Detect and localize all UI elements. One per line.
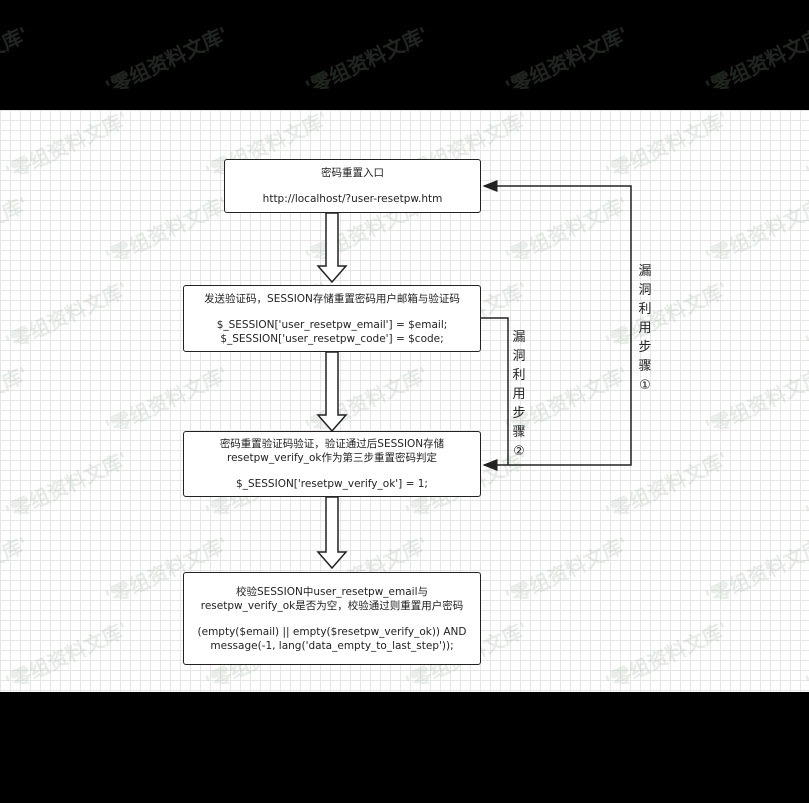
connectors <box>316 180 632 570</box>
node-code: $_SESSION['user_resetpw_code'] = $code; <box>220 332 444 345</box>
flow-arrow-1 <box>316 212 348 284</box>
loop-arrow-step2 <box>481 317 509 471</box>
watermark: '零组资料文库' <box>701 22 809 100</box>
node-text: 发送验证码，SESSION存储重置密码用户邮箱与验证码 <box>204 292 460 305</box>
node-code: (empty($email) || empty($resetpw_verify_… <box>197 625 467 638</box>
watermark: '零组资料文库' <box>101 22 232 100</box>
node-verify-code: 密码重置验证码验证，验证通过后SESSION存储 resetpw_verify_… <box>183 431 481 497</box>
node-text: resetpw_verify_ok作为第三步重置密码判定 <box>227 452 437 464</box>
flow-arrow-2 <box>316 351 348 433</box>
node-text: 密码重置入口 <box>321 167 384 179</box>
flow-arrow-3 <box>316 496 348 570</box>
loop-arrow-step1 <box>482 180 632 466</box>
node-reset-entry: 密码重置入口 http://localhost/?user-resetpw.ht… <box>224 159 481 213</box>
loop-label-step2: 漏洞利用步骤② <box>512 330 526 459</box>
node-text: 校验SESSION中user_resetpw_email与 <box>235 585 429 598</box>
watermark: '零组资料文库' <box>0 22 32 100</box>
node-send-code: 发送验证码，SESSION存储重置密码用户邮箱与验证码 $_SESSION['u… <box>183 285 481 352</box>
node-reset-password: 校验SESSION中user_resetpw_email与 resetpw_ve… <box>183 572 481 665</box>
node-code: $_SESSION['resetpw_verify_ok'] = 1; <box>236 478 428 490</box>
diagram-canvas: '零组资料文库' '零组资料文库' '零组资料文库' '零组资料文库' '零组资料文库'… <box>0 22 809 695</box>
node-text: resetpw_verify_ok是否为空，校验通过则重置用户密码 <box>200 599 464 612</box>
watermark: '零组资料文库' <box>301 22 432 100</box>
loop-label-step1: 漏洞利用步骤① <box>638 264 652 393</box>
node-text: 密码重置验证码验证，验证通过后SESSION存储 <box>219 438 445 450</box>
node-code: http://localhost/?user-resetpw.htm <box>262 193 443 205</box>
node-code: message(-1, lang('data_empty_to_last_ste… <box>210 639 454 652</box>
watermark: '零组资料文库' <box>501 22 632 100</box>
node-code: $_SESSION['user_resetpw_email'] = $email… <box>216 318 448 331</box>
